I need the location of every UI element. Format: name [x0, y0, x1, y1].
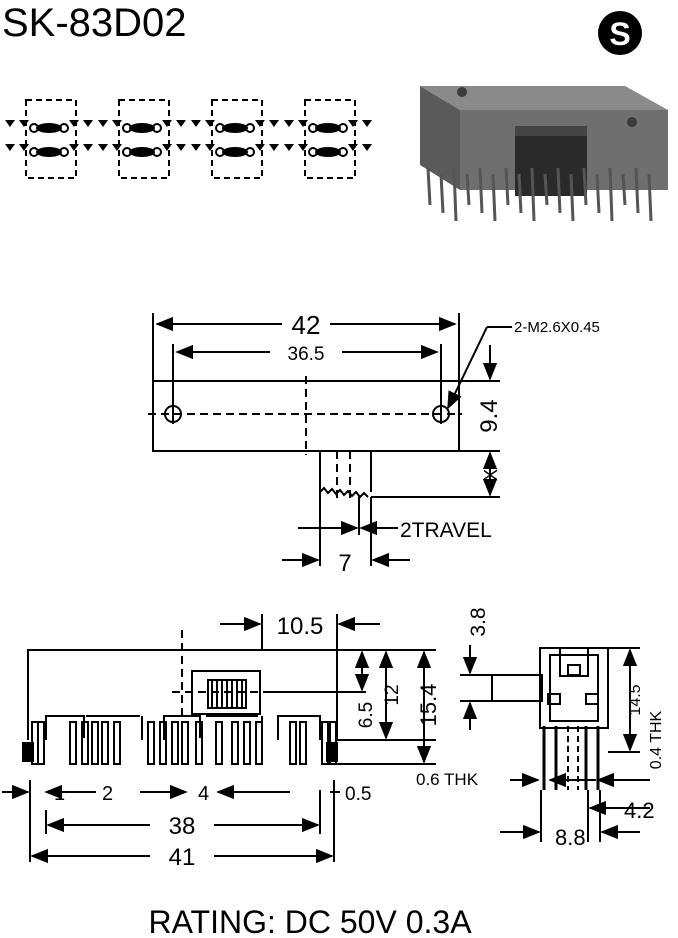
dim-0-6-thk: 0.6 THK	[416, 770, 479, 789]
dim-travel: 2TRAVEL	[400, 519, 492, 542]
dim-0-4-thk: 0.4 THK	[648, 710, 665, 769]
dim-6-5: 6.5	[356, 702, 377, 728]
dim-12: 12	[382, 684, 403, 705]
dim-7: 7	[338, 550, 351, 577]
dim-15-4: 15.4	[416, 684, 441, 727]
dim-10-5: 10.5	[277, 613, 324, 640]
dim-38: 38	[169, 813, 196, 840]
dim-3-8: 3.8	[467, 607, 490, 636]
dim-36-5: 36.5	[288, 344, 325, 365]
circuit-schematic-symbol	[5, 99, 372, 179]
dim-pin-4: 4	[198, 783, 209, 805]
dim-8-8: 8.8	[555, 825, 586, 850]
product-photo	[420, 86, 668, 222]
dim-pin-2: 2	[102, 783, 113, 805]
dim-14-5: 14.5	[627, 684, 644, 715]
front-view-drawing: 10.5 6.5 12 15.4 1 2 4 0.5 38 41	[2, 613, 441, 871]
dim-x: X	[481, 469, 501, 481]
dim-41: 41	[169, 844, 196, 871]
side-view-drawing: 3.8 14.5 0.4 THK 0.6 THK 4.2 8.8	[416, 607, 665, 850]
rating-text: RATING: DC 50V 0.3A	[148, 904, 472, 938]
dim-42: 42	[292, 310, 321, 340]
part-number-title: SK-83D02	[2, 1, 187, 45]
dim-0-5: 0.5	[345, 784, 371, 805]
dim-4-2: 4.2	[624, 798, 655, 823]
manufacturer-logo: S	[598, 11, 642, 55]
dim-screw: 2-M2.6X0.45	[514, 319, 600, 336]
dim-pin-1: 1	[54, 783, 65, 805]
top-view-drawing: 42 36.5 2-M2.6X0.45 9.4 X 2TRAVEL	[148, 310, 600, 577]
dim-9-4: 9.4	[476, 399, 503, 432]
logo-letter: S	[609, 16, 630, 52]
